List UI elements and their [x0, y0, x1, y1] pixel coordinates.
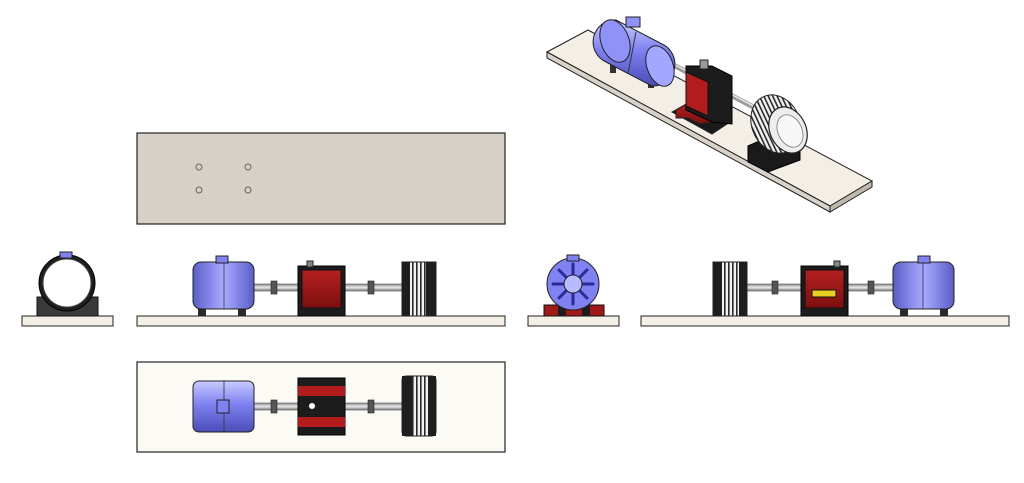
bottom-view — [136, 132, 506, 225]
brake — [297, 260, 346, 317]
rotor-inner — [776, 114, 804, 148]
mounting-hole — [195, 186, 203, 194]
base-plate — [136, 315, 506, 327]
motor — [592, 16, 676, 88]
motor — [892, 255, 955, 316]
finned-rotor — [747, 94, 808, 173]
brake — [800, 260, 849, 317]
brake — [297, 377, 346, 436]
brake-front-red — [685, 71, 709, 117]
right-view — [527, 254, 620, 327]
isometric-view — [545, 16, 874, 213]
front-view — [136, 255, 506, 327]
terminal-box — [215, 255, 229, 264]
left-view — [21, 251, 114, 327]
motor-terminal-box — [59, 251, 73, 259]
rotor-face — [42, 258, 92, 308]
motor-seam — [627, 31, 637, 75]
terminal-box — [566, 254, 580, 262]
base-plate — [640, 315, 1010, 327]
coupling — [270, 399, 375, 414]
brake — [670, 59, 733, 135]
coupling — [270, 280, 375, 295]
finned-rotor — [712, 261, 748, 317]
motor-end-cap-front — [645, 45, 675, 87]
top-view — [136, 361, 506, 453]
mounting-hole — [195, 163, 203, 171]
terminal-box — [216, 399, 230, 414]
base-plate — [21, 315, 114, 327]
terminal-box — [917, 255, 931, 264]
brake-top-pad — [699, 59, 709, 70]
finned-rotor — [401, 261, 437, 317]
motor — [192, 380, 255, 433]
base-plate-edge-side — [829, 180, 873, 213]
finned-rotor — [401, 375, 437, 437]
terminal-box — [625, 16, 641, 28]
motor-body — [192, 261, 255, 310]
motor — [192, 255, 255, 316]
coupling — [771, 280, 875, 295]
base-plate-bottom — [136, 132, 506, 225]
mounting-hole — [244, 163, 252, 171]
motor-end-cap — [599, 19, 631, 63]
back-view — [640, 255, 1010, 327]
mounting-hole — [244, 186, 252, 194]
motor-body — [892, 261, 955, 310]
base-plate — [527, 315, 620, 327]
